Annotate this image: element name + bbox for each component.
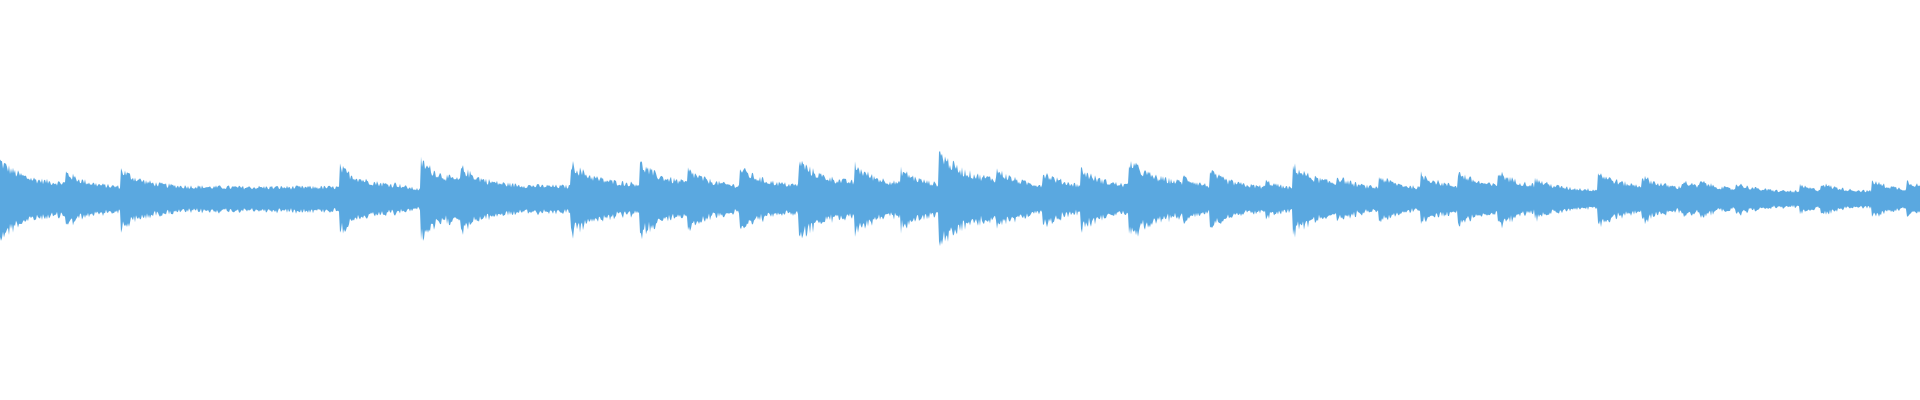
waveform-shape [0, 150, 1920, 247]
